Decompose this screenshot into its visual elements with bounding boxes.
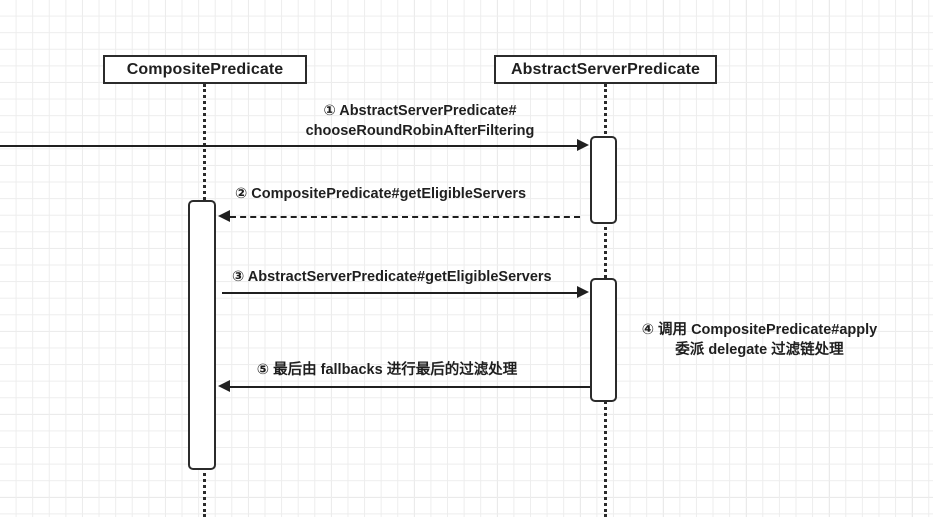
participant-label-abstract-server-predicate: AbstractServerPredicate (510, 60, 701, 78)
message-arrowhead-1-right-icon (577, 139, 589, 151)
activation-bar-abstract-server-predicate-2 (590, 278, 617, 402)
activation-bar-abstract-server-predicate-1 (590, 136, 617, 224)
message-label-2: ② CompositePredicate#getEligibleServers (235, 186, 527, 202)
message-label-1: ① AbstractServerPredicate# chooseRoundRo… (305, 103, 535, 139)
message-arrowhead-2-left-icon (218, 210, 230, 222)
participant-label-composite-predicate: CompositePredicate (126, 60, 284, 78)
message-line-5[interactable] (230, 386, 590, 388)
message-line-1[interactable] (0, 145, 578, 147)
message-arrowhead-5-left-icon (218, 380, 230, 392)
participant-box-composite-predicate[interactable]: CompositePredicate (103, 55, 307, 84)
message-label-3: ③ AbstractServerPredicate#getEligibleSer… (232, 269, 552, 285)
message-label-5: ⑤ 最后由 fallbacks 进行最后的过滤处理 (256, 362, 518, 378)
message-arrowhead-3-right-icon (577, 286, 589, 298)
message-line-3[interactable] (222, 292, 578, 294)
participant-box-abstract-server-predicate[interactable]: AbstractServerPredicate (494, 55, 717, 84)
activation-bar-composite-predicate (188, 200, 216, 470)
message-label-4-note: ④ 调用 CompositePredicate#apply 委派 delegat… (641, 322, 878, 358)
message-line-2[interactable] (230, 216, 580, 218)
